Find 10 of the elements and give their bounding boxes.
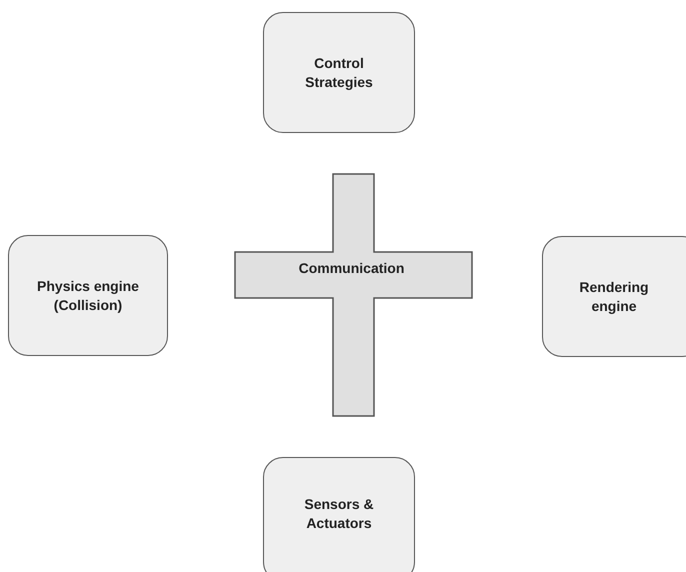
node-label: Control Strategies (304, 54, 374, 92)
node-label: Physics engine (Collision) (36, 276, 140, 314)
rounded-box (263, 12, 415, 133)
rounded-box (8, 235, 168, 356)
node-label: Sensors & Actuators (303, 494, 375, 532)
rounded-box (542, 236, 686, 357)
node-label: Rendering engine (578, 278, 650, 316)
node-label: Communication (298, 259, 404, 278)
cross-shape (234, 173, 473, 417)
rounded-box (263, 457, 415, 572)
